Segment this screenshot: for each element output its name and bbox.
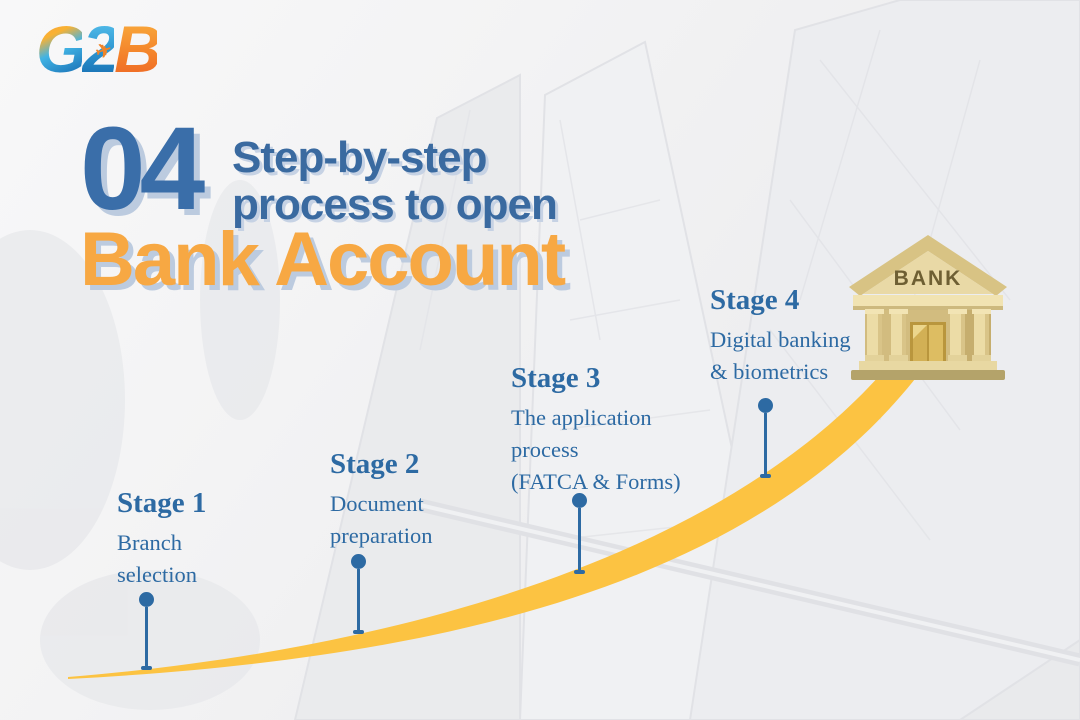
bank-label: BANK (894, 267, 963, 290)
pin-tick (140, 666, 152, 670)
stage-4-title: Stage 4 (710, 284, 800, 316)
stage-4-description: Digital banking & biometrics (710, 327, 851, 384)
stage-2-description: Document preparation (330, 491, 433, 548)
stage-1-title: Stage 1 (117, 487, 207, 519)
pin-stem (356, 569, 360, 630)
stage-1-description: Branch selection (117, 530, 197, 587)
logo-letter-g: G (36, 12, 87, 86)
g2b-logo: G2B ✈ (36, 12, 162, 86)
logo-letter-2: 2 (82, 12, 119, 86)
pin-dot (138, 592, 154, 607)
pin-tick (573, 570, 585, 574)
stage-2-block: Stage 2 Document preparation (330, 450, 432, 552)
bank-building-icon: BANK (849, 235, 1007, 380)
diagonal-beam (418, 498, 1080, 667)
stage-3-pin (571, 493, 587, 574)
pin-stem (577, 508, 581, 570)
stage-3-description: The application process (FATCA & Forms) (511, 405, 681, 494)
headline-subtitle: Bank Account (80, 217, 566, 302)
headline-title-line1: Step-by-step (232, 133, 487, 182)
stage-4-pin (757, 398, 773, 478)
pin-dot (757, 398, 773, 413)
headline-number: 04 (80, 103, 205, 235)
stage-2-title: Stage 2 (330, 448, 420, 480)
stage-3-block: Stage 3 The application process (FATCA &… (511, 364, 681, 498)
stage-1-pin (138, 592, 154, 670)
pin-tick (759, 474, 771, 478)
stage-4-block: Stage 4 Digital banking & biometrics (710, 286, 851, 388)
pin-dot (350, 554, 366, 569)
pin-tick (352, 630, 364, 634)
logo-letter-b: B (114, 12, 162, 86)
stage-3-title: Stage 3 (511, 362, 601, 394)
pin-dot (571, 493, 587, 508)
headline-title: Step-by-step process to open (232, 133, 558, 230)
headline-title-line2: process to open (232, 180, 558, 230)
stage-2-pin (350, 554, 366, 634)
pin-stem (144, 607, 148, 666)
stage-1-block: Stage 1 Branch selection (117, 489, 206, 591)
pin-stem (763, 413, 767, 474)
